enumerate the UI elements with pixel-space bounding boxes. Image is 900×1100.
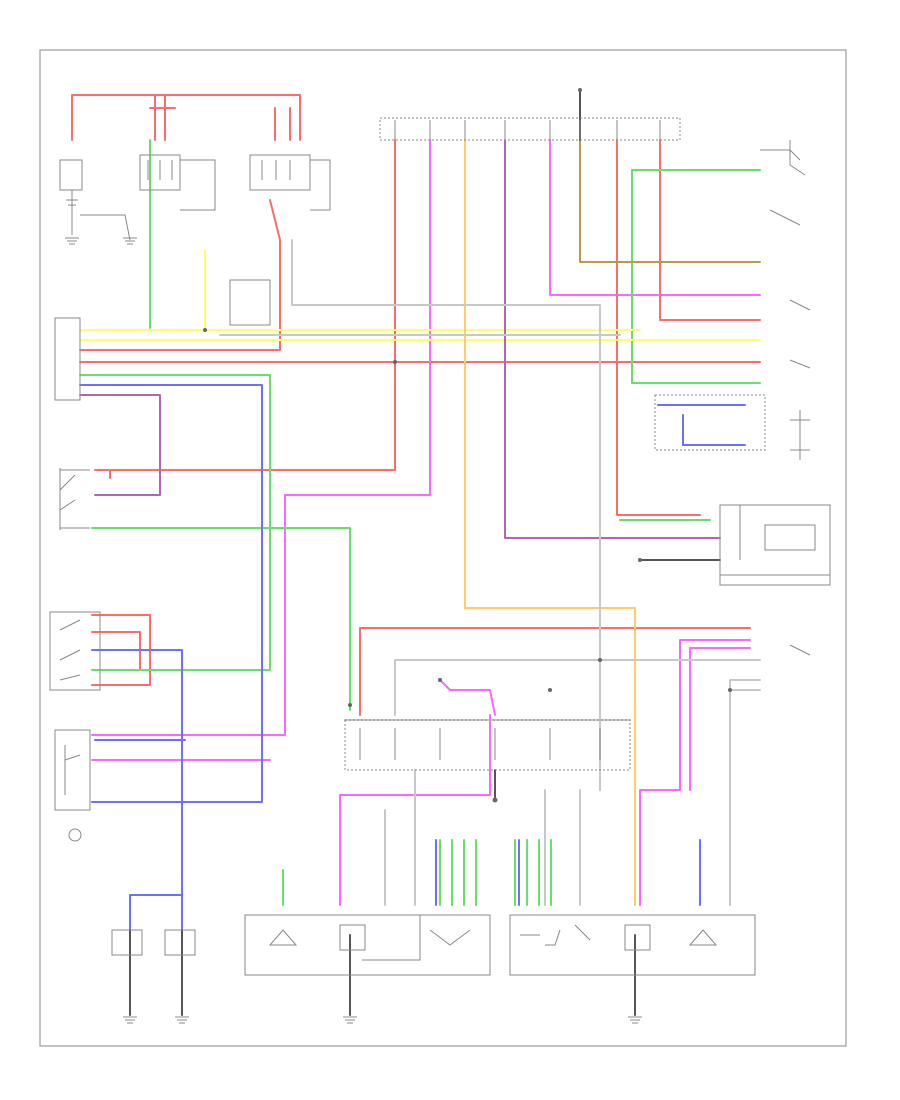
wire-orange-long: [464, 139, 636, 906]
combination-switch: [49, 611, 101, 691]
wire-layer: [71, 89, 761, 1016]
wire-red-lower-right: [659, 139, 761, 321]
wire-pink-right-feed: [549, 139, 761, 296]
ground-symbols: [65, 237, 642, 1024]
wire-pink-left-headlamp: [339, 714, 491, 906]
wire-red-fuse-to-lighting-switch: [94, 139, 396, 479]
upper-fuse-block: [379, 117, 681, 141]
wire-pink-diag: [439, 679, 496, 716]
lower-fuse-block: [344, 719, 631, 771]
wire-blue-connectors: [94, 739, 701, 906]
wire-pink-right-headlamp: [639, 639, 751, 906]
wire-red-main-horizontal: [79, 199, 761, 363]
lighting-switch: [59, 468, 90, 530]
right-switches: [654, 299, 811, 656]
wire-red-lighting-switch-right: [616, 139, 701, 516]
wire-blue-left: [79, 384, 263, 803]
wire-blue-headlamp-aim: [91, 649, 183, 931]
left-connector-block: [54, 317, 81, 401]
wire-brown-ignition: [579, 139, 761, 263]
bottom-left-bulbs: [111, 929, 196, 956]
right-headlamp: [509, 914, 756, 976]
left-headlamp: [244, 914, 491, 976]
wire-green-connector-b: [514, 839, 552, 906]
wire-pink-fuse-drop: [91, 139, 431, 736]
wire-gray-lower: [384, 769, 581, 906]
diagram-frame: [39, 49, 847, 1047]
wire-purple-right: [504, 139, 721, 539]
fusible-link-box: [139, 154, 311, 191]
wire-red-battery-feed: [71, 94, 301, 141]
wire-green-left-block: [79, 374, 271, 671]
junction-dots: [203, 88, 732, 803]
wire-gray-right-low: [729, 679, 761, 906]
combination-meter: [719, 504, 831, 586]
wire-purple-left-block: [79, 394, 161, 496]
wire-green-ignition: [631, 169, 761, 384]
wire-blue-right: [657, 404, 746, 446]
wire-green-lighting: [91, 139, 351, 711]
battery-symbol: [59, 159, 131, 241]
headlamp-aiming-switch: [54, 729, 91, 842]
wire-gray-mid: [219, 239, 761, 791]
ignition-switch: [760, 140, 806, 226]
wire-green-connector-a: [439, 839, 477, 906]
component-layer: [49, 88, 831, 1024]
wire-yellow-horizontal: [79, 329, 761, 341]
ipdm-block: [180, 159, 331, 326]
wire-red-lower-fuse-feed: [359, 627, 751, 716]
